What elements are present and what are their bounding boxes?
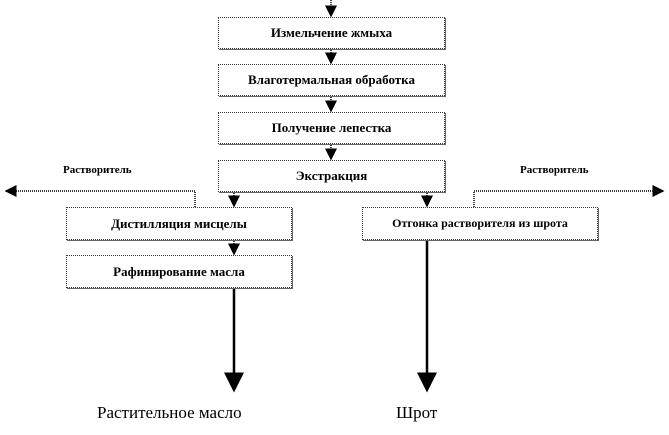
solvent-right-arrow [473,185,665,207]
solvent-label-left: Растворитель [63,164,132,176]
step-solvent-removal: Отгонка растворителя из шрота [362,207,598,240]
solvent-left-arrow [4,185,196,207]
step-refining: Рафинирование масла [66,255,292,288]
solvent-label-right: Растворитель [520,164,589,176]
step-moisture-heat: Влаготермальная обработка [218,64,445,96]
step-crushing: Измельчение жмыха [218,17,445,49]
output-oil: Растительное масло [97,403,242,422]
output-meal: Шрот [396,403,438,422]
step-distillation: Дистилляция мисцелы [66,207,292,240]
step-flakes: Получение лепестка [218,112,445,144]
step-extraction: Экстракция [218,160,445,192]
